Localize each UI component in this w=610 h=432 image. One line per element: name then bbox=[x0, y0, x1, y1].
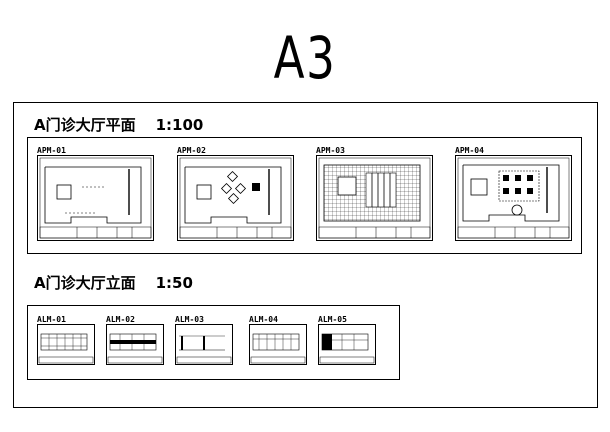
elevation-thumbnail-label: ALM-04 bbox=[249, 315, 278, 324]
elevation-thumbnail-label: ALM-02 bbox=[106, 315, 135, 324]
elevation-drawing bbox=[106, 324, 164, 365]
plan-heading-text: A门诊大厅平面 bbox=[34, 116, 136, 134]
plan-thumbnail-label: APM-01 bbox=[37, 146, 66, 155]
plan-drawing-furniture bbox=[177, 155, 294, 241]
elevation-thumbnail-alm-02[interactable]: ALM-02 bbox=[106, 315, 164, 365]
elevation-thumbnail-label: ALM-03 bbox=[175, 315, 204, 324]
elevation-drawing bbox=[249, 324, 307, 365]
elevation-thumbnail-alm-03[interactable]: ALM-03 bbox=[175, 315, 233, 365]
elevation-sheets-group bbox=[27, 305, 400, 380]
elevation-thumbnail-label: ALM-05 bbox=[318, 315, 347, 324]
plan-thumbnail-apm-03[interactable]: APM-03 bbox=[316, 146, 433, 241]
plan-thumbnail-apm-02[interactable]: APM-02 bbox=[177, 146, 294, 241]
sheet-size-title: A3 bbox=[273, 24, 337, 92]
plan-sheets-group bbox=[27, 137, 582, 254]
elevation-thumbnail-alm-05[interactable]: ALM-05 bbox=[318, 315, 376, 365]
plan-thumbnail-label: APM-03 bbox=[316, 146, 345, 155]
elevation-thumbnail-alm-04[interactable]: ALM-04 bbox=[249, 315, 307, 365]
plan-thumbnail-label: APM-02 bbox=[177, 146, 206, 155]
elevation-group-heading: A门诊大厅立面 1:50 bbox=[34, 272, 193, 293]
elevation-drawing bbox=[175, 324, 233, 365]
plan-drawing-floor bbox=[37, 155, 154, 241]
plan-drawing-ceiling-lights bbox=[455, 155, 572, 241]
plan-thumbnail-label: APM-04 bbox=[455, 146, 484, 155]
plan-thumbnail-apm-04[interactable]: APM-04 bbox=[455, 146, 572, 241]
elevation-heading-text: A门诊大厅立面 bbox=[34, 274, 136, 292]
plan-group-heading: A门诊大厅平面 1:100 bbox=[34, 114, 203, 135]
plan-drawing-ceiling-grid bbox=[316, 155, 433, 241]
elevation-drawing bbox=[37, 324, 95, 365]
elevation-thumbnail-alm-01[interactable]: ALM-01 bbox=[37, 315, 95, 365]
plan-scale-text: 1:100 bbox=[155, 116, 204, 134]
elevation-scale-text: 1:50 bbox=[155, 274, 193, 292]
drawing-frame bbox=[13, 102, 598, 408]
elevation-drawing bbox=[318, 324, 376, 365]
plan-thumbnail-apm-01[interactable]: APM-01 bbox=[37, 146, 154, 241]
elevation-thumbnail-label: ALM-01 bbox=[37, 315, 66, 324]
